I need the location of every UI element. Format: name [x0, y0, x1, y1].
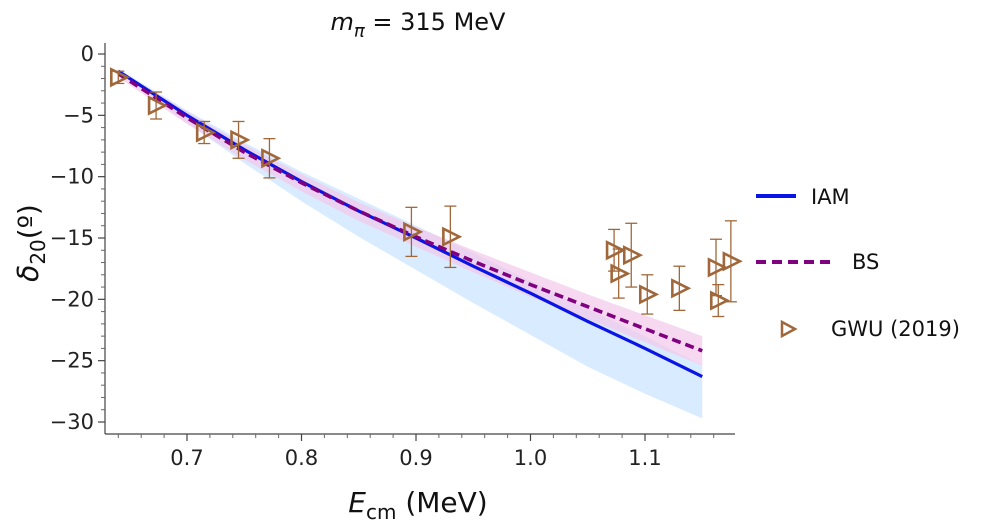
gwu-data-point — [622, 222, 644, 288]
triangle-marker — [722, 251, 743, 272]
triangle-marker — [195, 122, 217, 143]
x-tick-label: 1.0 — [514, 446, 547, 470]
gwu-data-point — [442, 205, 463, 269]
triangle-marker — [403, 221, 424, 242]
triangle-marker — [605, 240, 626, 261]
bs-line — [117, 72, 703, 353]
gwu-data-point — [147, 91, 168, 120]
bs-uncertainty-band — [118, 69, 703, 366]
triangle-marker — [110, 67, 131, 88]
gwu-data-point — [610, 248, 631, 299]
y-tick-label: −20 — [50, 287, 94, 311]
y-axis-title: δ20(º) — [12, 204, 50, 282]
x-axis-title-symbol: E — [348, 486, 366, 519]
triangle-marker — [638, 284, 660, 305]
gwu-data-point — [403, 206, 424, 258]
triangle-marker — [230, 129, 251, 150]
gwu-data-point — [261, 137, 282, 179]
legend-gwu-marker-icon — [780, 319, 798, 339]
x-tick-label: 0.9 — [399, 446, 432, 470]
x-axis-title: Ecm (MeV) — [348, 486, 487, 524]
x-axis-ticks: 0.7 0.8 0.9 1.0 1.1 — [117, 434, 715, 470]
triangle-marker — [261, 148, 282, 169]
y-tick-label: 0 — [81, 42, 94, 66]
chart-title: mπ = 315 MeV — [331, 8, 507, 42]
y-tick-label: −25 — [50, 349, 94, 373]
y-axis-ticks: 0 −5 −10 −15 −20 −25 −30 — [50, 42, 105, 434]
gwu-data-point — [230, 120, 251, 159]
gwu-data-point — [605, 228, 626, 272]
triangle-marker — [442, 226, 463, 247]
y-tick-label: −5 — [63, 103, 94, 127]
y-tick-label: −30 — [50, 410, 94, 434]
gwu-markers — [110, 67, 743, 318]
triangle-marker — [707, 257, 728, 278]
x-tick-label: 1.1 — [628, 446, 661, 470]
triangle-marker — [709, 290, 731, 311]
x-tick-label: 0.8 — [285, 446, 318, 470]
triangle-marker — [610, 263, 631, 284]
triangle-marker — [622, 245, 644, 266]
y-axis-title-subscript: 20 — [26, 239, 50, 264]
chart-title-text: = 315 MeV — [365, 8, 506, 36]
y-tick-label: −10 — [50, 165, 94, 189]
legend: IAM BS GWU (2019) — [756, 185, 960, 341]
legend-bs-label: BS — [852, 250, 879, 274]
uncertainty-bands — [118, 68, 703, 419]
gwu-data-point — [709, 283, 731, 318]
gwu-data-point — [638, 274, 660, 315]
chart-title-symbol: m — [331, 8, 354, 36]
y-axis-title-text: (º) — [12, 204, 45, 239]
gwu-data-point — [110, 67, 131, 88]
gwu-data-point — [195, 120, 217, 145]
chart-title-subscript: π — [354, 21, 366, 42]
legend-gwu-label: GWU (2019) — [831, 317, 960, 341]
gwu-data-point — [671, 265, 692, 312]
x-axis-title-subscript: cm — [366, 500, 396, 524]
legend-iam-label: IAM — [811, 185, 850, 209]
triangle-marker — [147, 95, 168, 116]
x-axis-title-text: (MeV) — [396, 486, 487, 519]
y-tick-label: −15 — [50, 226, 94, 250]
series-lines — [117, 69, 703, 379]
x-tick-label: 0.7 — [170, 446, 203, 470]
gwu-data-point — [722, 220, 743, 303]
triangle-marker — [671, 278, 692, 299]
y-axis-title-symbol: δ — [12, 265, 45, 282]
